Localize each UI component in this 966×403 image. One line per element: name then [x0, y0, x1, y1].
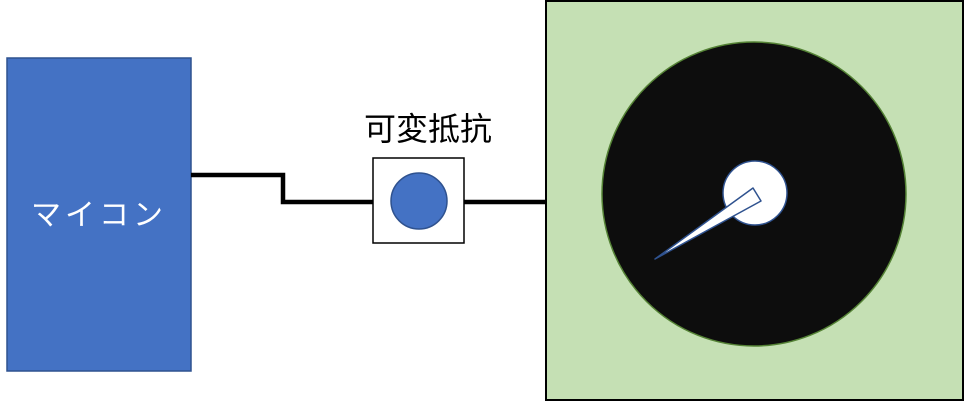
potentiometer-label: 可変抵抗	[364, 110, 492, 148]
meter-needle	[654, 187, 762, 260]
microcontroller-label: マイコン	[31, 198, 167, 233]
microcontroller-block: マイコン	[6, 57, 192, 372]
potentiometer-knob	[390, 172, 448, 230]
microcontroller-body	[6, 57, 192, 372]
potentiometer: 可変抵抗	[364, 110, 492, 244]
wires	[191, 172, 546, 205]
meter	[545, 0, 964, 401]
wire-mcu-to-potentiometer	[191, 172, 373, 205]
